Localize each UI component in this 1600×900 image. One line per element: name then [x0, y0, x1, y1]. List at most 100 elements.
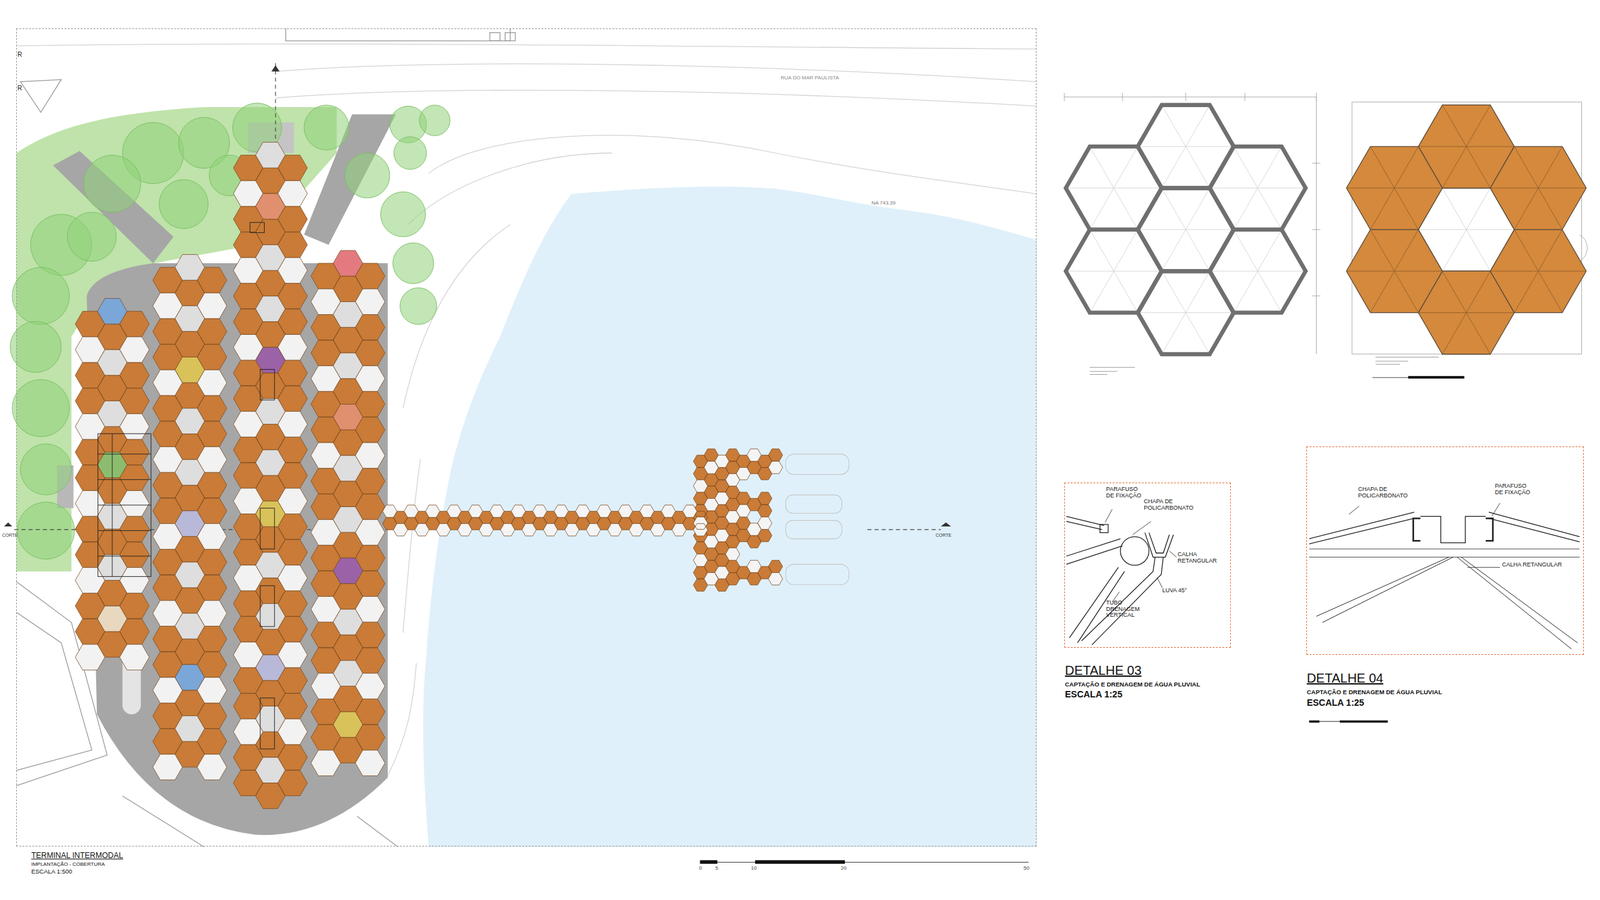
- deck-line: [1308, 549, 1580, 558]
- drawing-title: TERMINAL INTERMODAL: [30, 851, 123, 861]
- callout-label: PARAFUSO DE FIXAÇÃO: [1494, 483, 1534, 497]
- ferry: [785, 520, 842, 539]
- water-level: NA 743.39: [871, 200, 896, 207]
- ferry: [785, 495, 842, 514]
- contour: [428, 135, 1037, 195]
- scale-number: 50: [1023, 866, 1030, 872]
- truss-line: [1065, 146, 1162, 230]
- roof-hex: [382, 449, 783, 586]
- scale-bar: [700, 862, 1029, 863]
- scale-number: 0: [698, 866, 702, 872]
- truss-line: [1137, 271, 1235, 355]
- callout-label: CHAPA DE POLICARBONATO: [1143, 498, 1198, 512]
- ferry: [785, 454, 849, 476]
- space-truss-hex: [1209, 229, 1306, 314]
- scale-bar: [1339, 720, 1388, 723]
- building-outline: [20, 79, 62, 113]
- frame-line: [1579, 234, 1588, 262]
- stair-outline: [260, 369, 275, 401]
- stair-outline: [98, 433, 152, 577]
- truss-member: [1066, 538, 1123, 565]
- truss-line: [1065, 229, 1162, 314]
- scale-number: 5: [715, 866, 718, 872]
- gutter: [1144, 533, 1174, 558]
- drawing-subtitle: IMPLANTAÇÃO - COBERTURA: [30, 862, 105, 869]
- roof-hex: [75, 180, 386, 781]
- leader-line: [1348, 503, 1500, 568]
- roof-hex: [255, 193, 363, 430]
- roof-profile: [1308, 512, 1580, 545]
- drainage-slope: [1490, 229, 1587, 314]
- building-outline: [489, 32, 501, 42]
- tree: [419, 105, 450, 136]
- building-outline: [285, 28, 511, 41]
- scale-note: ESCALA 1:25: [1064, 689, 1123, 699]
- tree: [380, 191, 426, 237]
- section-tag: CORTE: [1, 533, 18, 539]
- drainage-hex: [1490, 146, 1587, 230]
- tree: [12, 267, 70, 325]
- truss-line: [1209, 229, 1306, 314]
- reference-mark: R: [17, 50, 22, 59]
- drainage-hex: [1346, 146, 1443, 230]
- tree: [159, 179, 209, 229]
- building-outline: [505, 32, 516, 42]
- roof-hex: [255, 347, 363, 584]
- contour: [407, 152, 612, 225]
- ferry: [785, 564, 849, 586]
- tree: [17, 502, 75, 560]
- drain-pipe: [1081, 557, 1164, 646]
- callout-label: CHAPA DE POLICARBONATO: [1357, 486, 1413, 500]
- ground: [3, 28, 1037, 847]
- truss-line: [1137, 105, 1235, 189]
- module-plans: [1064, 92, 1588, 379]
- section-tag: CORTE: [935, 533, 952, 539]
- scale-note: ESCALA 1:25: [1306, 698, 1365, 708]
- drainage-slope: [1346, 229, 1443, 314]
- callout-label: PARAFUSO DE FIXAÇÃO: [1106, 486, 1145, 500]
- main-scale-bar: [700, 860, 1029, 865]
- roof-hex-grid: [75, 142, 783, 810]
- dimension-line: [1064, 92, 1321, 355]
- plan-caption-marks: [1090, 357, 1440, 375]
- space-truss-hex: [1137, 271, 1235, 355]
- detail-frame: DETALHE 04CAPTAÇÃO E DRENAGEM DE ÁGUA PL…: [1306, 446, 1584, 656]
- tree: [20, 444, 72, 496]
- truss-line: [1137, 187, 1235, 272]
- plan-frame: TERMINAL INTERMODALIMPLANTAÇÃO - COBERTU…: [16, 28, 1037, 847]
- drainage-hex: [1490, 229, 1587, 314]
- roof-profile: [1066, 516, 1104, 530]
- stair-outline: [260, 698, 275, 750]
- trees: [10, 103, 450, 560]
- reference-mark: R: [17, 84, 22, 92]
- tree: [83, 154, 142, 213]
- c-channel: [1413, 518, 1493, 541]
- drawing-subtitle: CAPTAÇÃO E DRENAGEM DE ÁGUA PLUVIAL: [1064, 681, 1201, 689]
- tree: [344, 152, 390, 199]
- scale-note: ESCALA 1:500: [30, 868, 72, 876]
- space-truss-hex: [1137, 105, 1235, 189]
- tree: [10, 321, 62, 373]
- contour: [16, 43, 1037, 50]
- tree: [303, 105, 350, 151]
- contour: [275, 90, 1037, 107]
- tree: [400, 287, 437, 325]
- caption-mark: [1090, 367, 1136, 375]
- caption-mark: [1375, 357, 1439, 365]
- detail-03-drawing: [1066, 509, 1177, 645]
- drainage-slope: [1346, 146, 1443, 230]
- drainage-slope: [1490, 146, 1587, 230]
- drawing-title: DETALHE 03: [1064, 664, 1142, 678]
- contour: [275, 63, 1037, 82]
- roof-hex: [97, 142, 363, 784]
- callout-label: TUBO DRENAGEM VERTICAL: [1106, 600, 1145, 620]
- scale-bar: [700, 860, 718, 865]
- scale-number: 20: [840, 866, 847, 872]
- drawing-title: DETALHE 04: [1306, 671, 1384, 685]
- space-truss-hex: [1209, 146, 1306, 230]
- contour: [387, 663, 417, 776]
- scale-bar: [1408, 376, 1465, 379]
- ferries: [785, 454, 849, 585]
- truss-line: [1209, 146, 1306, 230]
- callout-label: CALHA RETANGULAR: [1501, 562, 1562, 569]
